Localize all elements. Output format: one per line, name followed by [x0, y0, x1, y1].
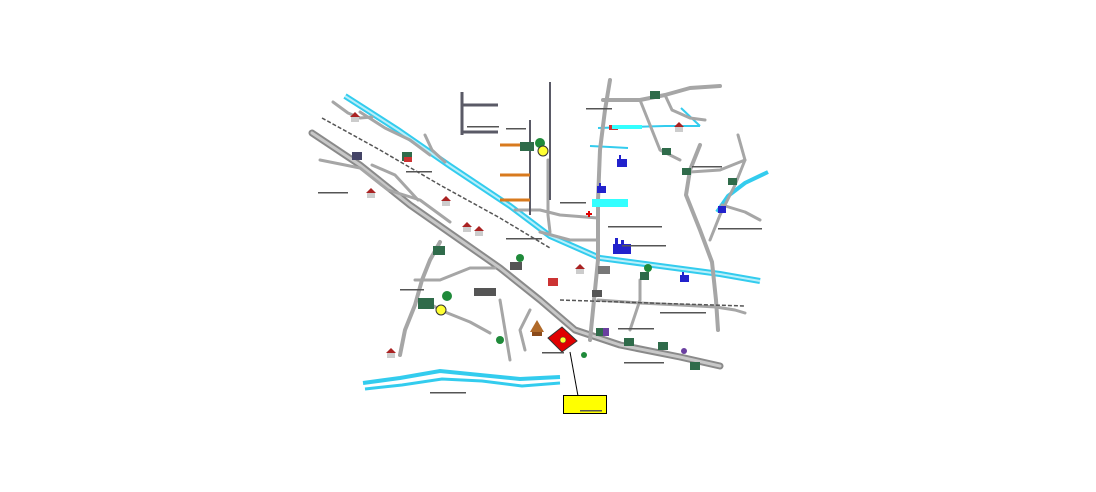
house-icon [674, 122, 684, 132]
building-icon [596, 328, 608, 336]
building-icon [510, 262, 522, 270]
label-marks [318, 108, 762, 412]
road-south-branch-2 [518, 308, 532, 352]
house-icon [366, 188, 376, 198]
site-marker-dot [559, 336, 567, 344]
callout-leader-line [569, 351, 579, 397]
site-marker [547, 326, 579, 397]
flag-icon [404, 157, 412, 162]
tree-icon [644, 264, 652, 272]
factory-icon [597, 183, 606, 193]
tree-icon [516, 254, 524, 262]
building-icon [402, 152, 412, 161]
label-mark [718, 228, 762, 230]
road-south-branch [498, 298, 512, 362]
house-icon [474, 226, 484, 236]
road-upper-left-diag [358, 110, 432, 157]
callout-fill [563, 395, 607, 414]
building-icon [640, 272, 649, 280]
map-icons [350, 91, 737, 370]
label-mark [430, 392, 466, 394]
building-icon [658, 342, 668, 350]
house-icon [386, 348, 396, 358]
flag-icon [681, 348, 687, 354]
label-mark [506, 238, 542, 240]
road-far-east-south [714, 305, 747, 315]
factory-icon [617, 155, 627, 167]
building-icon [433, 246, 445, 255]
flag-icon [603, 328, 609, 336]
road-factory-south [628, 278, 642, 332]
railway-diagonal [321, 117, 551, 249]
river-lower [362, 368, 561, 385]
label-mark [692, 166, 722, 168]
road-north-loop-2 [663, 93, 707, 122]
yellow-circle-marker [537, 145, 549, 157]
label-mark [560, 202, 586, 204]
building-icon [682, 168, 691, 175]
label-mark [608, 226, 662, 228]
road-east-spur [720, 203, 762, 222]
label-mark [660, 312, 706, 314]
railways [321, 117, 746, 307]
cyan-label-patch [592, 199, 628, 207]
building-icon [520, 142, 534, 151]
house-icon [350, 112, 360, 122]
label-mark [506, 128, 526, 130]
building-icon [592, 290, 602, 297]
factory-icon [718, 206, 726, 213]
label-mark [622, 245, 666, 247]
temple-icon [530, 320, 544, 336]
road-southwest-2 [413, 266, 497, 282]
tree-icon [581, 352, 587, 358]
road-center-vertical [546, 158, 552, 234]
factory-icon [680, 272, 689, 282]
flag-icon [548, 278, 558, 286]
tree-icon [442, 291, 452, 301]
road-center-left [513, 208, 600, 220]
label-mark [467, 126, 499, 128]
label-mark [586, 108, 612, 110]
canal-west [589, 145, 629, 149]
building-icon [474, 288, 496, 296]
yellow-circle-marker [435, 304, 447, 316]
highway-diagonal-inner [310, 131, 722, 368]
river-lower-2 [364, 377, 561, 391]
building-icon [598, 266, 610, 274]
hospital-cross-icon [586, 211, 592, 217]
road-west-2 [370, 163, 420, 202]
building-icon [728, 178, 737, 185]
cyan-label-patch [612, 125, 642, 129]
label-mark [542, 352, 564, 354]
house-icon [462, 222, 472, 232]
building-icon [352, 152, 362, 160]
label-mark [318, 192, 348, 194]
road-center-mid [538, 230, 600, 242]
label-mark [400, 289, 424, 291]
site-callout-box [563, 395, 607, 414]
tree-icon [535, 138, 545, 148]
building-icon [662, 148, 671, 155]
road-upper-left-diag-2 [423, 133, 447, 164]
house-icon [441, 196, 451, 206]
label-mark [406, 171, 432, 173]
building-icon [418, 298, 434, 309]
road-to-east-village [688, 158, 747, 174]
road-east-south [596, 298, 718, 309]
label-mark [618, 328, 654, 330]
building-icon [624, 338, 634, 346]
factory-icon [613, 238, 631, 254]
house-icon [575, 264, 585, 274]
tree-icon [496, 336, 504, 344]
label-mark [580, 410, 602, 412]
road-west-1 [318, 158, 452, 224]
building-icon [690, 362, 700, 370]
road-southwest [398, 240, 442, 357]
railway-east [559, 299, 746, 307]
building-icon [650, 91, 660, 99]
label-mark [624, 362, 664, 364]
